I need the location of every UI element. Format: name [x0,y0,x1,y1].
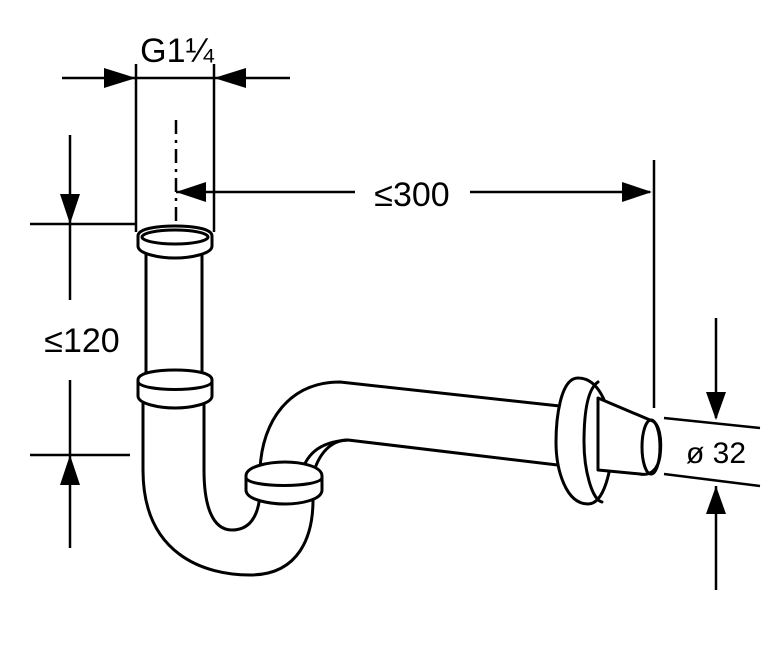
length-label: ≤300 [374,176,449,214]
trap-pipe [141,380,580,577]
height-label: ≤120 [44,322,119,360]
diameter-dimension: ø 32 [663,318,761,590]
elbow-nut [244,460,324,506]
outlet-stub [596,396,663,476]
diameter-label: ø 32 [686,437,746,470]
thread-size-label: G1¼ [140,32,214,70]
inlet-tube [136,224,214,410]
height-dimension: ≤120 [30,135,135,548]
thread-dimension: G1¼ [62,32,290,232]
length-dimension: ≤300 [176,160,656,408]
